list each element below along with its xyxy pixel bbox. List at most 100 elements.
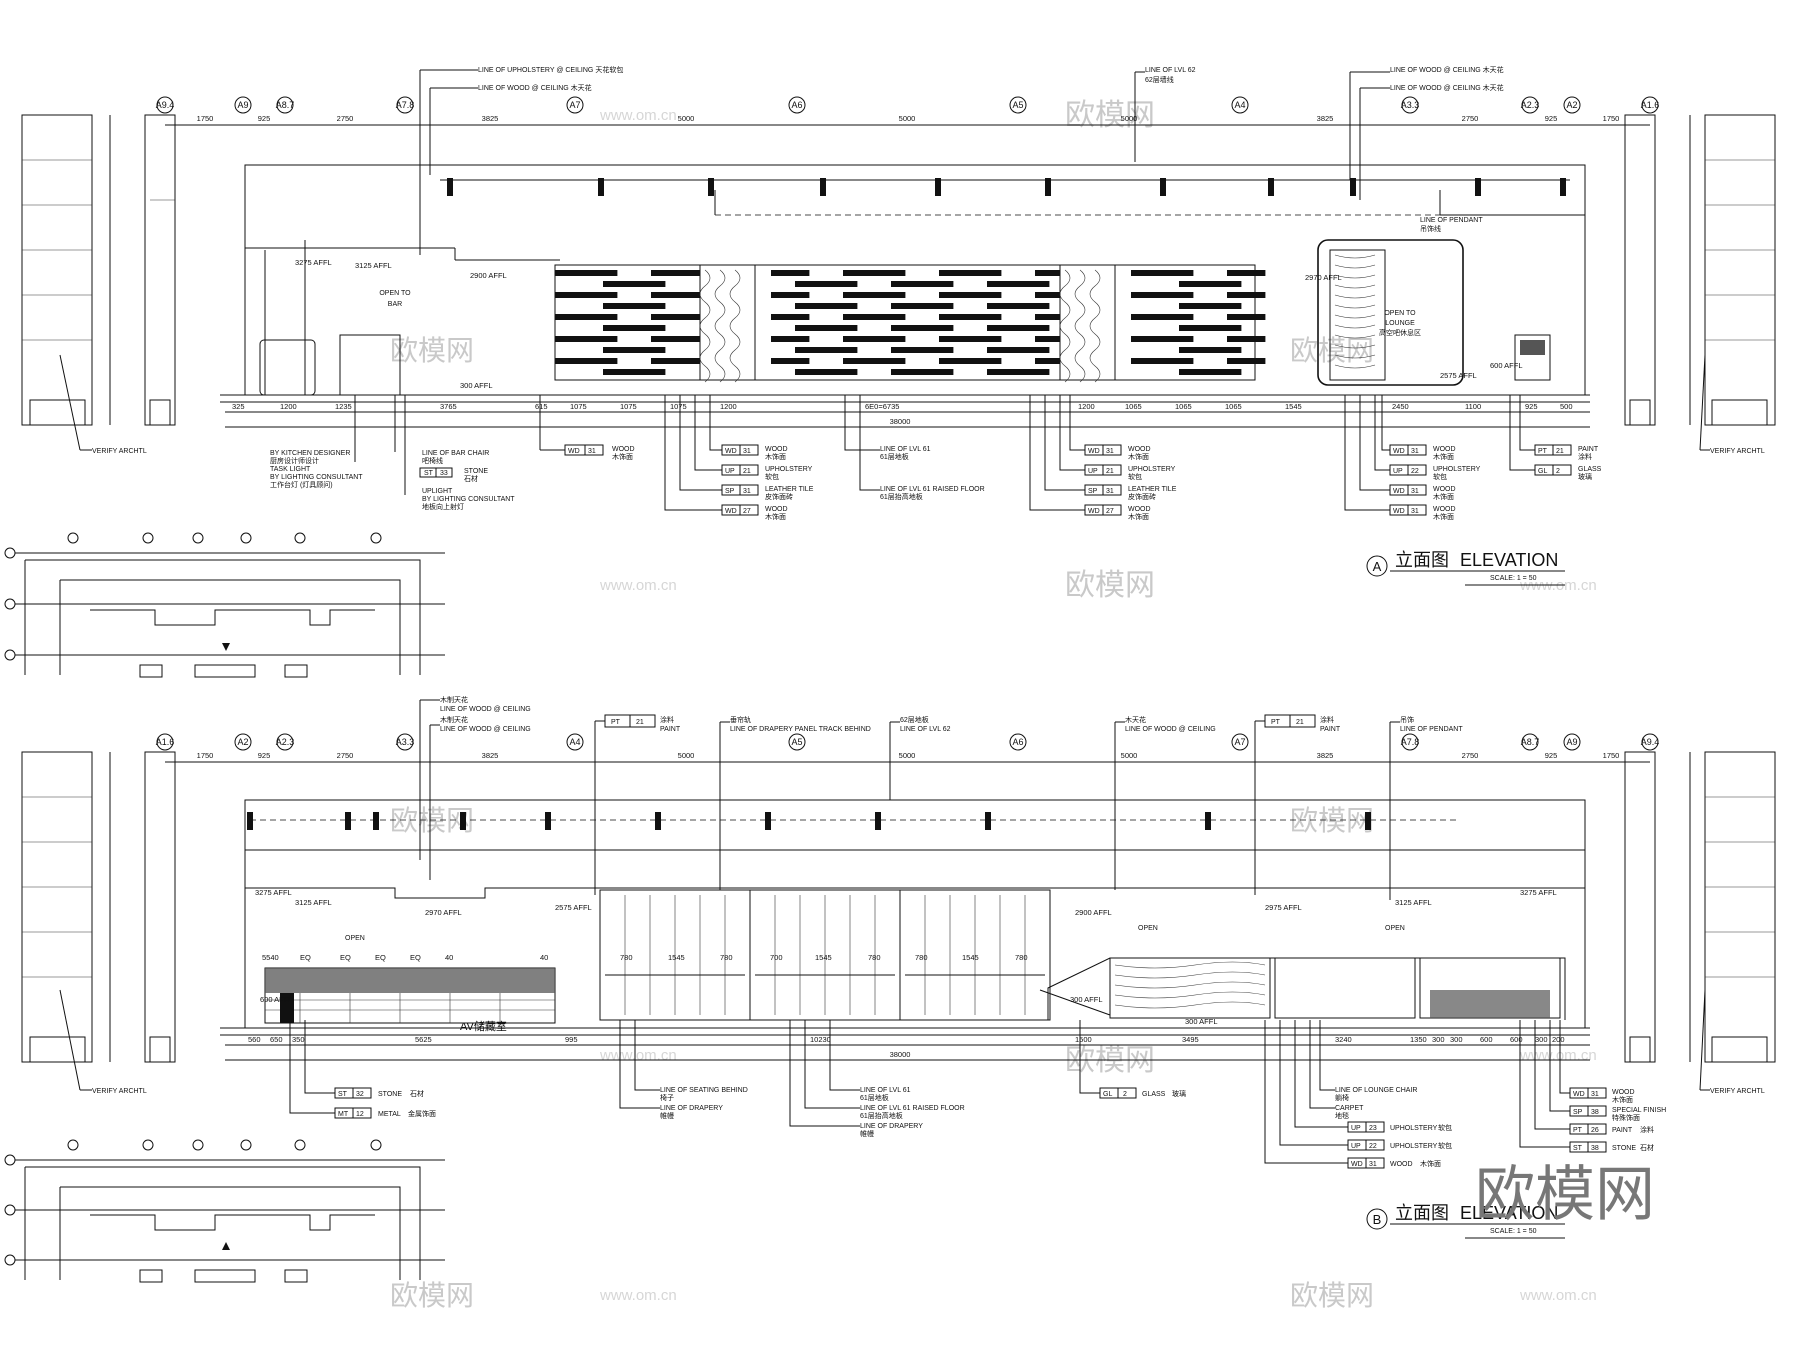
svg-text:925: 925 — [1545, 114, 1558, 123]
svg-text:木饰面: 木饰面 — [1128, 512, 1149, 521]
ceiling-track-lights-b — [247, 812, 1371, 830]
svg-text:21: 21 — [1296, 719, 1304, 726]
svg-text:600 AFFL: 600 AFFL — [260, 995, 293, 1004]
svg-text:GL: GL — [1103, 1091, 1112, 1098]
svg-text:木饰面: 木饰面 — [1128, 452, 1149, 461]
svg-text:925: 925 — [258, 114, 271, 123]
svg-text:木饰面: 木饰面 — [765, 512, 786, 521]
drapery-bays-b — [599, 889, 1051, 1021]
svg-text:350: 350 — [292, 1035, 305, 1044]
svg-text:WD: WD — [1088, 448, 1100, 455]
svg-text:WOOD: WOOD — [612, 446, 635, 453]
watermark-url: www.om.cn — [1519, 1287, 1597, 1304]
svg-text:UP: UP — [725, 468, 735, 475]
svg-text:A7.8: A7.8 — [396, 100, 415, 110]
av-storage-label: AV储藏室 — [460, 1019, 507, 1033]
svg-text:SPECIAL FINISH: SPECIAL FINISH — [1612, 1107, 1666, 1114]
svg-text:3825: 3825 — [482, 114, 499, 123]
left-notes-a: BY KITCHEN DESIGNER 厨房设计师设计 TASK LIGHT B… — [270, 395, 515, 511]
wall-panel — [555, 358, 594, 364]
wall-panel — [675, 270, 714, 276]
wall-panel — [675, 314, 714, 320]
svg-text:300 AFFL: 300 AFFL — [460, 381, 493, 390]
wall-panel — [1155, 270, 1194, 276]
top-notes-b: 木制天花 LINE OF WOOD @ CEILING 木制天花 LINE OF… — [419, 695, 1463, 900]
wall-panel — [843, 270, 882, 276]
wall-panel — [555, 314, 594, 320]
svg-text:A2.3: A2.3 — [1521, 100, 1540, 110]
svg-text:3275 AFFL: 3275 AFFL — [1520, 888, 1557, 897]
svg-text:2900 AFFL: 2900 AFFL — [1075, 908, 1112, 917]
watermark-brand: 欧模网 — [1290, 334, 1374, 367]
svg-text:软包: 软包 — [1438, 1123, 1452, 1132]
svg-text:1235: 1235 — [335, 402, 352, 411]
wall-panel — [963, 336, 1002, 342]
svg-text:925: 925 — [1525, 402, 1538, 411]
wall-panel — [651, 292, 690, 298]
svg-text:2900 AFFL: 2900 AFFL — [470, 271, 507, 280]
svg-text:3825: 3825 — [1317, 114, 1334, 123]
svg-text:STONE: STONE — [1612, 1145, 1636, 1152]
wall-panel — [1227, 336, 1266, 342]
svg-text:UP: UP — [1088, 468, 1098, 475]
svg-text:EQ: EQ — [410, 953, 421, 962]
svg-text:OPEN: OPEN — [345, 935, 365, 942]
wall-panel — [915, 347, 954, 353]
svg-text:EQ: EQ — [340, 953, 351, 962]
svg-text:27: 27 — [743, 508, 751, 515]
svg-text:WOOD: WOOD — [765, 506, 788, 513]
scale-a: SCALE: 1 = 50 — [1490, 575, 1537, 582]
watermark-brand: 欧模网 — [1065, 568, 1155, 603]
wall-panel — [867, 358, 906, 364]
svg-text:ST: ST — [338, 1091, 348, 1098]
svg-text:22: 22 — [1369, 1143, 1377, 1150]
grid-line-bubbles-a: A9.4 A9 A8.7 A7.8 A7 A6 A5 A4 A3.3 A2.3 … — [156, 96, 1659, 114]
wall-panel — [843, 314, 882, 320]
bottom-dimensions-a: 325 1200 1235 3765 615 1075 1075 1075 12… — [225, 402, 1590, 428]
grid-line-bubbles-b: A1.6 A2 A2.3 A3.3 A4 A5 A6 A7 A7.8 A8.7 … — [156, 733, 1659, 751]
svg-text:700: 700 — [770, 953, 783, 962]
svg-text:A2: A2 — [237, 737, 248, 747]
svg-text:1075: 1075 — [620, 402, 637, 411]
wall-panel — [819, 347, 858, 353]
svg-text:涂料: 涂料 — [1578, 452, 1592, 461]
svg-text:PAINT: PAINT — [1612, 1127, 1633, 1134]
svg-text:31: 31 — [1369, 1161, 1377, 1168]
svg-text:玻璃: 玻璃 — [1172, 1089, 1186, 1098]
svg-text:UPLIGHT: UPLIGHT — [422, 488, 453, 495]
wall-panel — [579, 358, 618, 364]
top-dimensions-b: 1750 925 2750 3825 5000 5000 5000 3825 2… — [165, 751, 1650, 763]
wall-panel — [1203, 347, 1242, 353]
scale-b: SCALE: 1 = 50 — [1490, 1228, 1537, 1235]
svg-text:木饰面: 木饰面 — [1433, 452, 1454, 461]
svg-text:吊饰线: 吊饰线 — [1420, 224, 1441, 233]
svg-text:2: 2 — [1123, 1091, 1127, 1098]
svg-text:31: 31 — [1411, 488, 1419, 495]
svg-text:皮饰面砖: 皮饰面砖 — [765, 492, 793, 501]
svg-text:帷幔: 帷幔 — [660, 1111, 674, 1120]
wall-panel — [939, 314, 978, 320]
svg-text:吊饰: 吊饰 — [1400, 715, 1414, 724]
svg-text:UP: UP — [1393, 468, 1403, 475]
wall-panel — [603, 303, 642, 309]
svg-text:STONE: STONE — [378, 1091, 402, 1098]
svg-text:1200: 1200 — [280, 402, 297, 411]
elevation-title-cn-a: 立面图 — [1395, 550, 1449, 570]
svg-text:2: 2 — [1556, 468, 1560, 475]
wall-panel — [579, 270, 618, 276]
svg-text:木饰面: 木饰面 — [1433, 492, 1454, 501]
svg-text:600 AFFL: 600 AFFL — [1490, 361, 1523, 370]
svg-text:200: 200 — [1552, 1035, 1565, 1044]
svg-text:3275 AFFL: 3275 AFFL — [295, 258, 332, 267]
svg-text:LINE OF DRAPERY: LINE OF DRAPERY — [660, 1105, 723, 1112]
svg-text:2575 AFFL: 2575 AFFL — [1440, 371, 1477, 380]
svg-text:LINE OF LVL 61 RAISED FLOOR: LINE OF LVL 61 RAISED FLOOR — [880, 486, 985, 493]
svg-text:METAL: METAL — [378, 1111, 401, 1118]
wall-panel — [1035, 292, 1074, 298]
wall-panel — [795, 369, 834, 375]
svg-text:VERIFY ARCHTL: VERIFY ARCHTL — [1710, 448, 1765, 455]
svg-text:SP: SP — [1573, 1109, 1583, 1116]
svg-text:工作台灯 (灯具顾问): 工作台灯 (灯具顾问) — [270, 480, 333, 489]
svg-text:500: 500 — [1560, 402, 1573, 411]
svg-text:1075: 1075 — [570, 402, 587, 411]
